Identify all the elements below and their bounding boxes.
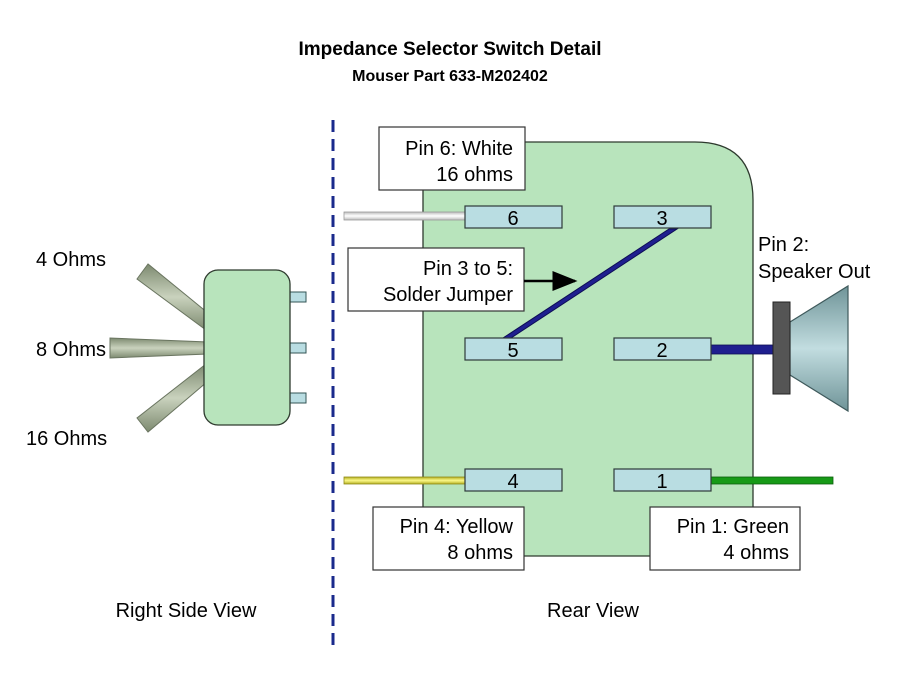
- label-8-ohms: 8 Ohms: [36, 339, 106, 361]
- diagram-subtitle: Mouser Part 633-M202402: [352, 68, 548, 85]
- pin-3: [613, 205, 712, 229]
- callout-pin6: Pin 6: White 16 ohms: [378, 126, 526, 191]
- rear-switch-body: [422, 141, 754, 557]
- label-4-ohms: 4 Ohms: [36, 249, 106, 271]
- wire-speaker: [710, 344, 776, 355]
- pin-2-number: 2: [656, 340, 667, 362]
- pin-5-number: 5: [507, 340, 518, 362]
- callout-jumper-line1: Pin 3 to 5:: [423, 258, 513, 280]
- side-pin-bottom: [287, 392, 307, 404]
- pin-2: [613, 337, 712, 361]
- wire-white: [343, 211, 467, 221]
- side-pin-top: [287, 291, 307, 303]
- callout-pin6-line2: 16 ohms: [436, 164, 513, 186]
- side-switch-body: [203, 269, 291, 426]
- callout-pin2-line2: Speaker Out: [758, 261, 871, 283]
- callout-pin6-line1: Pin 6: White: [405, 138, 513, 160]
- callout-pin1-line1: Pin 1: Green: [677, 516, 789, 538]
- callout-pin4-line2: 8 ohms: [447, 542, 513, 564]
- callout-jumper: Pin 3 to 5: Solder Jumper: [347, 247, 578, 312]
- label-16-ohms: 16 Ohms: [26, 428, 107, 450]
- lever-16-ohms: [136, 363, 215, 433]
- wire-green: [710, 476, 834, 485]
- diagram-title: Impedance Selector Switch Detail: [298, 39, 601, 60]
- rear-view: 6 3 5 2 4 1 Pin 6: White 16 ohms Pin 3 t…: [343, 126, 871, 622]
- pin-5: [464, 337, 563, 361]
- pin-4: [464, 468, 563, 492]
- side-view-caption: Right Side View: [116, 600, 257, 622]
- pin-6: [464, 205, 563, 229]
- callout-pin2-line1: Pin 2:: [758, 234, 809, 256]
- rear-view-caption: Rear View: [547, 600, 639, 622]
- side-pin-middle: [287, 342, 307, 354]
- lever-8-ohms: [109, 337, 209, 359]
- callout-pin1: Pin 1: Green 4 ohms: [649, 506, 801, 571]
- callout-pin4-line1: Pin 4: Yellow: [400, 516, 514, 538]
- pin-3-number: 3: [656, 208, 667, 230]
- pin-6-number: 6: [507, 208, 518, 230]
- callout-pin1-line2: 4 ohms: [723, 542, 789, 564]
- side-view: 4 Ohms 8 Ohms 16 Ohms Right Side View: [26, 249, 307, 622]
- callout-pin4: Pin 4: Yellow 8 ohms: [372, 506, 525, 571]
- wire-yellow: [343, 476, 467, 485]
- pin-1-number: 1: [656, 471, 667, 493]
- pin-1: [613, 468, 712, 492]
- pin-4-number: 4: [507, 471, 518, 493]
- speaker-icon: [772, 284, 849, 413]
- callout-jumper-line2: Solder Jumper: [383, 284, 513, 306]
- lever-4-ohms: [136, 263, 215, 331]
